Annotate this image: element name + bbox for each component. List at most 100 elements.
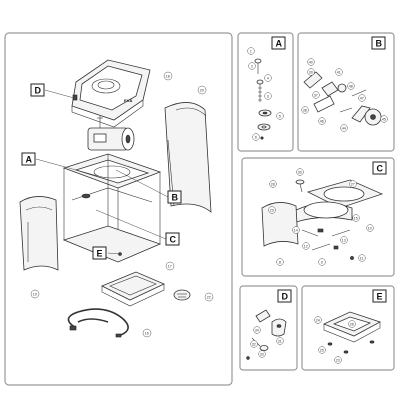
part-number: 46 <box>320 119 324 123</box>
screw-assembly <box>254 58 272 140</box>
part-number-bubble <box>358 94 366 102</box>
part-number: 26 <box>350 322 354 326</box>
leader-lines <box>35 89 169 255</box>
callout-label-d: D <box>35 86 42 96</box>
part-number-bubble <box>30 289 40 299</box>
label-sticker <box>173 289 191 301</box>
part-number: 6 <box>255 135 257 139</box>
part-number-bubble <box>340 124 348 132</box>
part-number: 38 <box>303 108 307 112</box>
part-number-bubble <box>302 242 310 250</box>
part-number-bubble <box>247 47 255 55</box>
base-foot-plate <box>322 311 382 354</box>
part-number-bubble <box>258 350 266 358</box>
part-number: 45 <box>382 117 386 121</box>
part-number: 34 <box>255 328 259 332</box>
part-number-bubble <box>318 346 326 354</box>
part-number: 15 <box>354 216 358 220</box>
part-number: 22 <box>207 295 211 299</box>
part-number-bubble <box>348 320 356 328</box>
part-number: 16 <box>145 331 149 335</box>
part-number: 40 <box>309 60 313 64</box>
part-number-bubble <box>307 68 315 76</box>
part-number: 20 <box>200 88 204 92</box>
part-number: 5 <box>279 114 281 118</box>
panel-c-label-box <box>372 161 387 175</box>
part-number-bubble <box>314 316 322 324</box>
part-number: 14 <box>294 228 298 232</box>
part-number-bubble <box>292 226 300 234</box>
panel-d-frame <box>239 285 298 371</box>
part-number-bubble <box>269 180 277 188</box>
part-number-bubble <box>248 62 256 70</box>
part-number: 2 <box>251 64 253 68</box>
part-number: 11 <box>360 256 364 260</box>
part-number-bubble <box>318 258 326 266</box>
part-number-bubble <box>253 326 261 334</box>
part-number: 41 <box>337 70 341 74</box>
hopper-bowl-assembly <box>261 179 384 260</box>
panel-e-frame <box>301 285 395 371</box>
part-number: 31 <box>278 339 282 343</box>
callout-label-e: E <box>97 249 103 259</box>
drip-tray <box>101 271 165 307</box>
detail-panel-e: E 24 26 25 23 <box>301 285 395 371</box>
part-number-bubble <box>380 115 388 123</box>
panel-a-label-box <box>271 36 286 50</box>
part-number: 24 <box>316 318 320 322</box>
part-number-bubble <box>347 82 355 90</box>
part-number: 27 <box>351 182 355 186</box>
part-number: 44 <box>342 126 346 130</box>
part-number: 23 <box>336 358 340 362</box>
callout-box-d <box>30 83 45 97</box>
part-number: 1 <box>250 49 252 53</box>
part-number: 39 <box>309 70 313 74</box>
detail-panel-b: B 40 39 41 48 37 38 46 47 44 45 <box>297 32 395 152</box>
top-cover-housing: EKA <box>71 59 151 128</box>
callout-box-a <box>21 152 36 166</box>
part-number-bubble <box>197 85 207 95</box>
part-number: 8 <box>279 260 281 264</box>
panel-e-label: E <box>377 292 383 302</box>
callout-label-b: B <box>172 193 179 203</box>
stand-frame <box>62 153 162 263</box>
callout-box-b <box>167 190 182 204</box>
main-assembly-panel: EKA <box>4 32 233 386</box>
callout-label-c: C <box>170 235 177 245</box>
part-number: 3 <box>267 94 269 98</box>
part-number-bubble <box>318 117 326 125</box>
part-number: 9 <box>321 260 323 264</box>
part-number: 29 <box>270 208 274 212</box>
panel-c-frame <box>241 157 395 277</box>
part-number-bubble <box>276 258 284 266</box>
part-number: 13 <box>342 238 346 242</box>
part-number-bubble <box>268 206 276 214</box>
part-number-bubble <box>335 68 343 76</box>
curved-shield-left <box>19 196 59 271</box>
part-number-bubble <box>340 236 348 244</box>
part-number: 25 <box>320 348 324 352</box>
part-number: 4 <box>267 76 269 80</box>
part-number-bubble <box>252 133 260 141</box>
part-number-bubble <box>366 224 374 232</box>
panel-c-label: C <box>377 164 384 174</box>
part-number: 18 <box>166 74 170 78</box>
part-number-bubble <box>165 261 175 271</box>
part-number: 17 <box>168 264 172 268</box>
panel-b-label: B <box>376 39 383 49</box>
power-cord <box>67 308 129 338</box>
part-number-bubble <box>296 168 304 176</box>
panel-b-frame <box>297 32 395 152</box>
part-number-bubble <box>276 337 284 345</box>
switch-parts <box>246 309 287 360</box>
part-number-bubble <box>307 58 315 66</box>
panel-d-label-box <box>277 289 292 303</box>
part-number: 48 <box>349 84 353 88</box>
motor-unit <box>87 116 135 151</box>
part-number-bubble <box>264 74 272 82</box>
callout-box-c <box>165 232 180 246</box>
part-number: 19 <box>33 292 37 296</box>
part-number: 32 <box>252 342 256 346</box>
part-number-bubble <box>264 92 272 100</box>
